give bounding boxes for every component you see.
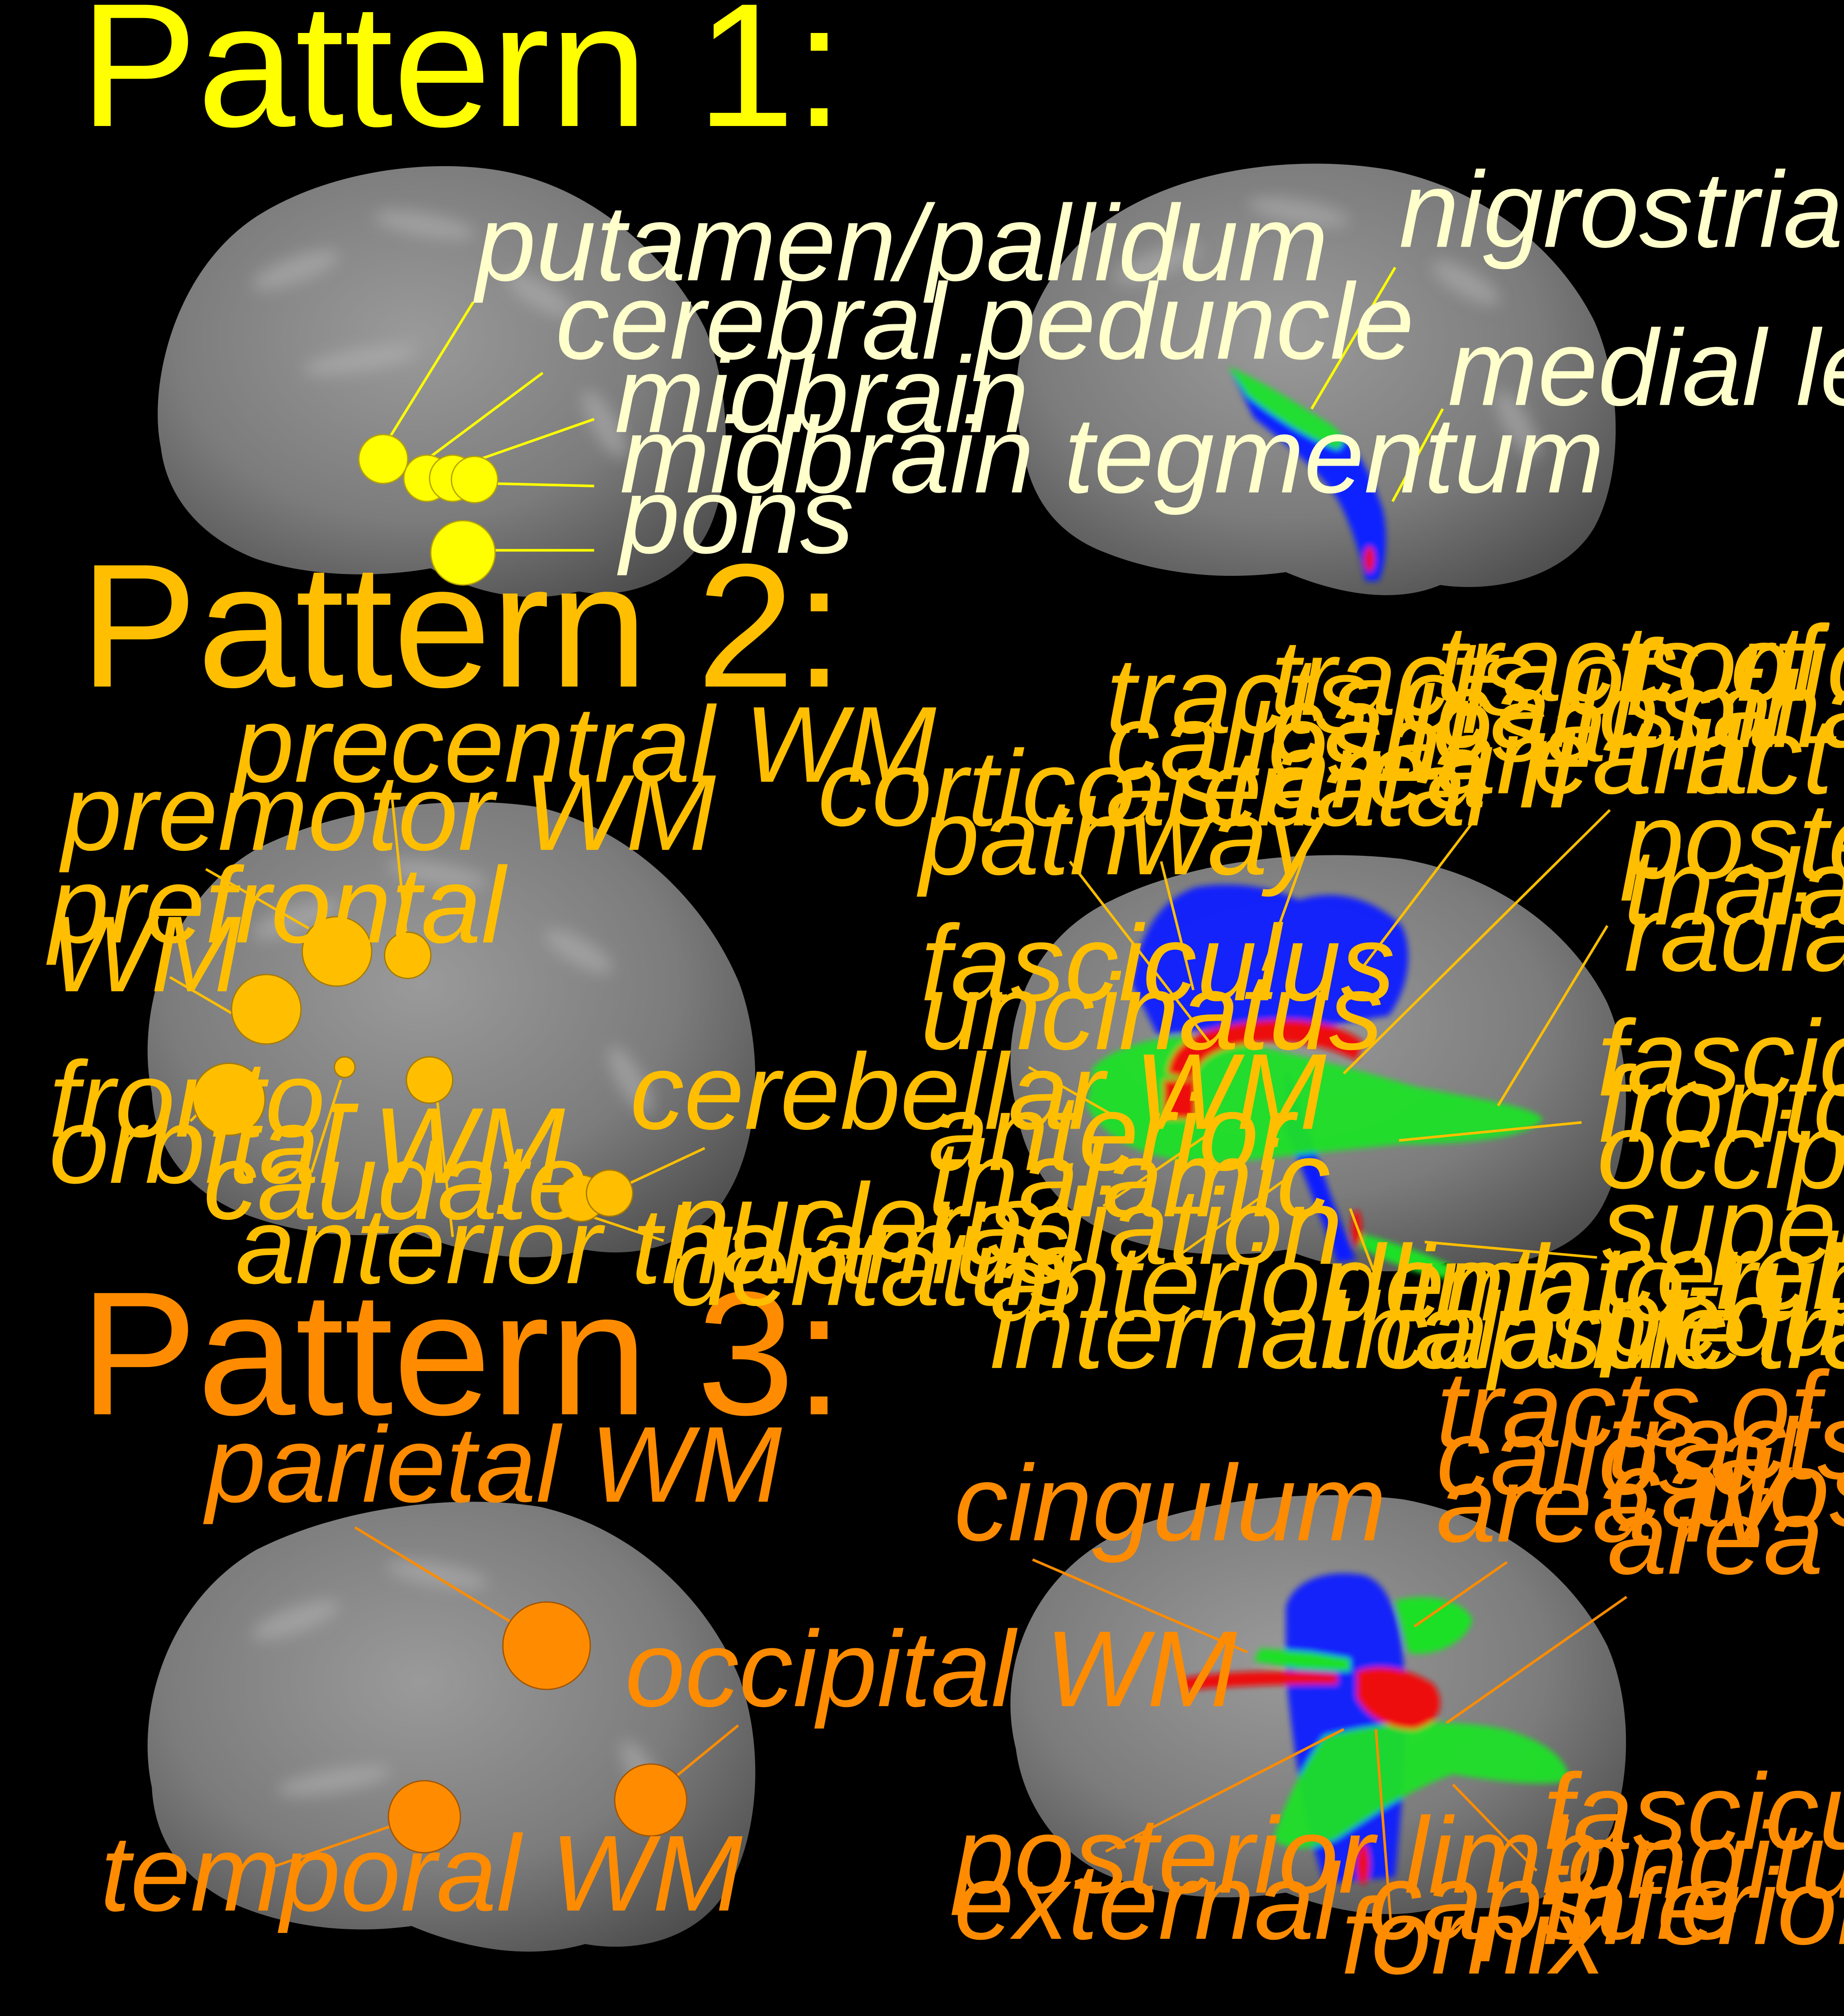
tracts-p3 (1183, 1573, 1569, 1885)
label-precentral-wm: precentral WM (231, 684, 936, 805)
label-frontoorbital-2: orbital WM (49, 1085, 565, 1206)
label-dentatorubro-1: dentato-rubro- (1325, 1223, 1844, 1344)
label-callosal4-1: tracts of (1436, 1349, 1830, 1470)
cerebellar-wm-marker (586, 1169, 634, 1217)
pons-marker (430, 520, 496, 586)
label-posterior-limb-1: posterior limb (952, 1795, 1602, 1916)
label-posterior-thalamic-2: thalamic (1624, 827, 1844, 947)
label-callosal5-3: area V (1607, 1476, 1844, 1597)
label-callosal5-1: tracts of (1607, 1381, 1844, 1502)
label-longitudinalis-1: fasciculus (1543, 1751, 1844, 1872)
label-prefrontal-1: prefrontal (46, 845, 508, 966)
label-callosal1-3: area I (1106, 728, 1382, 849)
pattern3-labels: parietal WM occipital WM temporal WM cin… (100, 1349, 1844, 1997)
pattern3-title: Pattern 3: (80, 1255, 844, 1452)
midbrain-tegmentum-marker (451, 456, 499, 504)
label-callosal5-2: callosal (1607, 1428, 1844, 1549)
caudate-marker (334, 1056, 356, 1078)
pattern2-regions (192, 916, 634, 1223)
label-anterior-limb-1: anterior limb (990, 1223, 1584, 1344)
label-callosal3-2: callosal (1436, 649, 1799, 770)
brain-p1-right (1016, 163, 1616, 595)
label-callosal2-2: callosal (1270, 663, 1633, 784)
label-cerebral-peduncle: cerebral peduncle (556, 261, 1414, 382)
tracts-p2 (1086, 884, 1543, 1279)
prefrontal-wm-marker (231, 974, 302, 1045)
label-temporal-wm: temporal WM (100, 1813, 742, 1934)
pattern3-leaders (272, 1526, 1628, 1929)
pattern1-regions (358, 434, 499, 586)
label-callosal1-2: callosal (1106, 681, 1469, 802)
label-pons: pons (617, 455, 854, 576)
pattern3-regions (387, 1601, 687, 1853)
label-posterior-limb-2: external capsule (954, 1841, 1741, 1962)
label-corticospinal-2: spinal (1623, 649, 1844, 770)
label-callosal3-3: area III (1436, 696, 1772, 817)
label-frontooccipitalis-1: fasciculus (1597, 998, 1844, 1119)
pattern2-leaders (169, 799, 1611, 1278)
label-occipital-wm: occipital WM (625, 1609, 1237, 1729)
brain-p2-left (147, 802, 756, 1258)
label-anterior-thalamic-3: radiation (929, 1167, 1343, 1287)
premotor-wm-marker (301, 916, 373, 987)
label-posterior-thalamic-3: radiation (1624, 873, 1844, 994)
label-putamen-pallidum: putamen/pallidum (473, 183, 1329, 303)
label-fornix: fornix (1341, 1876, 1609, 1997)
label-corticospinal-3: tract (1623, 696, 1837, 817)
temporal-wm-marker (387, 1780, 461, 1853)
pattern1-labels: putamen/pallidum cerebral peduncle midbr… (473, 149, 1844, 576)
label-frontoorbital-1: fronto- (49, 1039, 361, 1160)
label-anterior-thalamic-2: thalamic (929, 1119, 1330, 1239)
label-medial-lemniscus: medial lemniscus (1448, 308, 1844, 428)
tracts-p1 (1228, 366, 1386, 581)
label-uncinatus-2: uncinatus (921, 952, 1383, 1072)
label-caudate: caudate (203, 1121, 588, 1242)
label-superior-cerebellar-1: superior (1602, 1165, 1844, 1286)
precentral-wm-marker (384, 931, 432, 979)
fronto-orbital-wm-marker (192, 1062, 266, 1136)
pattern1-title: Pattern 1: (80, 0, 844, 163)
label-superior-cerebellar-2: cerebellar (1602, 1211, 1844, 1332)
label-midbrain-tegmentum: midbrain tegmentum (620, 395, 1604, 515)
label-prefrontal-2: WM (49, 894, 241, 1014)
label-anterior-thalamus: anterior thalamus (235, 1185, 1070, 1306)
label-callosal3-1: tracts of (1436, 603, 1830, 724)
anterior-thalamus-marker (406, 1056, 453, 1104)
label-corticostriatal-2: pathway (917, 777, 1327, 897)
label-callosal2-1: tracts of (1270, 617, 1664, 738)
label-corticospinal-1: cortico- (1623, 603, 1844, 724)
label-uncinatus-1: fasciculus (921, 903, 1395, 1023)
label-callosal4-3: area IV (1436, 1444, 1793, 1564)
label-anterior-thalamic-1: anterior (929, 1073, 1298, 1193)
label-corticostriatal-1: cortico-striatal (818, 728, 1493, 849)
label-midbrain: midbrain (615, 335, 1029, 455)
label-parietal-wm: parietal WM (203, 1404, 782, 1525)
brain-p1-left (158, 166, 726, 597)
pattern1-leaders (384, 266, 1444, 552)
occipital-wm-marker (614, 1763, 687, 1837)
label-callosal1-1: tracts of (1106, 635, 1500, 756)
label-longitudinalis-2: longitudinalis (1543, 1800, 1844, 1921)
fiber-tracts (1086, 366, 1569, 1885)
label-cerebellar-wm: cerebellar WM (630, 1031, 1326, 1152)
label-frontooccipitalis-2: fronto- (1597, 1044, 1844, 1165)
label-callosal4-2: callosal (1436, 1396, 1799, 1517)
pattern-titles: Pattern 1: Pattern 2: Pattern 3: (80, 0, 844, 1452)
label-cingulum: cingulum (954, 1443, 1387, 1563)
label-premotor-wm: premotor WM (59, 752, 716, 873)
label-anterior-limb-2: internal capsule (990, 1270, 1746, 1391)
label-dentatorubro-2: thalamic tract (1325, 1270, 1844, 1391)
label-dentatus-2: dentatus (670, 1208, 1084, 1328)
label-nigrostriatal: nigrostriatal pathway (1399, 149, 1844, 270)
label-dentatus-1: nucleus (670, 1161, 1042, 1282)
label-frontooccipitalis-3: occipitalis (1597, 1091, 1844, 1211)
parietal-wm-marker (502, 1601, 591, 1690)
label-longitudinalis-3: inferior (1543, 1847, 1844, 1967)
label-posterior-thalamic-1: posterior (1621, 780, 1844, 901)
putamen-pallidum-marker (358, 434, 409, 484)
pattern2-labels: precentral WM premotor WM prefrontal WM … (46, 603, 1844, 1391)
label-superior-cerebellar-3: peduncle (1600, 1258, 1844, 1378)
label-callosal2-3: area II (1270, 710, 1577, 831)
